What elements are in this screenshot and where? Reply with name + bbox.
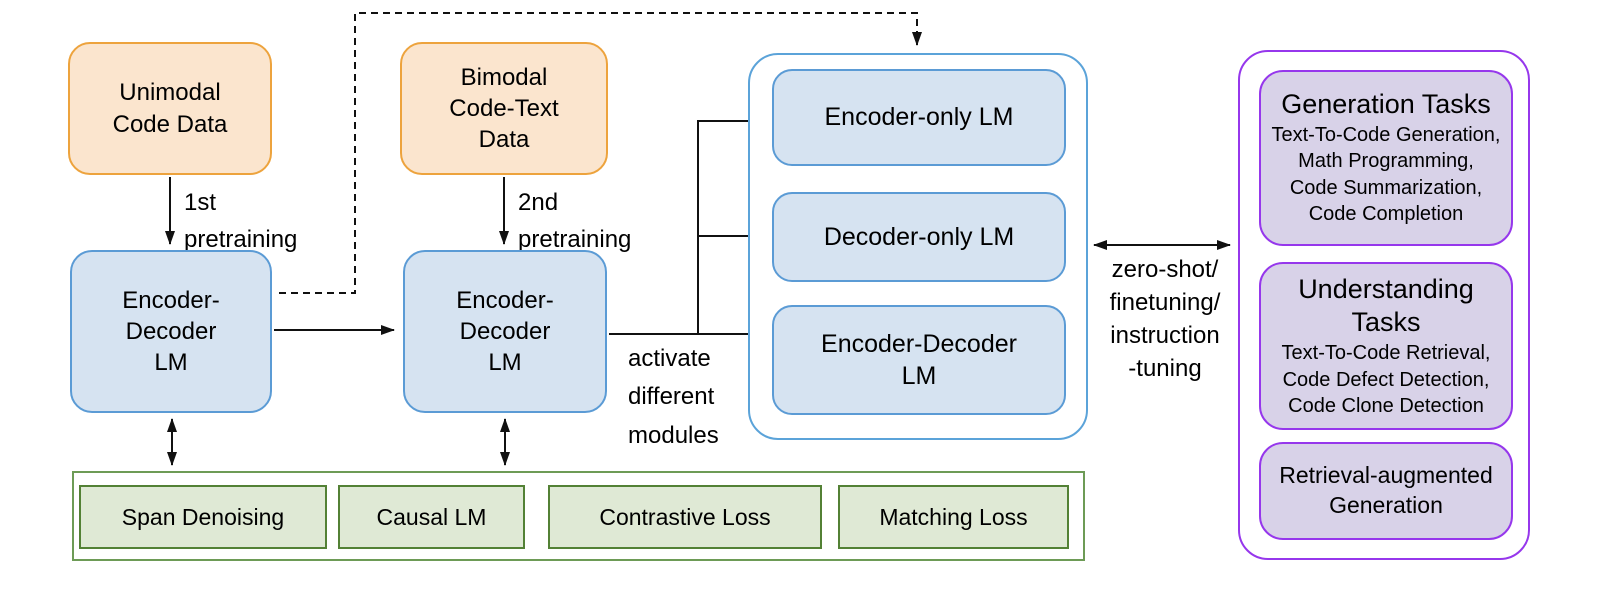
matching-loss-box: Matching Loss	[838, 485, 1069, 549]
tasks-container: Generation Tasks Text-To-Code Generation…	[1238, 50, 1530, 560]
first-pretraining-label: 1st pretraining	[184, 189, 298, 254]
understanding-tasks-box: Understanding Tasks Text-To-Code Retriev…	[1259, 262, 1513, 430]
generation-tasks-title: Generation Tasks	[1281, 89, 1491, 120]
second-pretraining-label: 2nd pretraining	[518, 189, 632, 254]
objectives-container: Span Denoising Causal LM Contrastive Los…	[72, 471, 1085, 561]
retrieval-augmented-generation-box: Retrieval-augmented Generation	[1259, 442, 1513, 540]
contrastive-loss-box: Contrastive Loss	[548, 485, 822, 549]
encoder-decoder-lm-3-box: Encoder-Decoder LM	[772, 305, 1066, 415]
bimodal-code-text-data-box: Bimodal Code-Text Data	[400, 42, 608, 175]
encoder-decoder-lm-1-box: Encoder- Decoder LM	[70, 250, 272, 413]
understanding-tasks-list: Text-To-Code Retrieval, Code Defect Dete…	[1281, 342, 1491, 417]
span-denoising-box: Span Denoising	[79, 485, 327, 549]
activate-modules-label: activate different modules	[628, 345, 719, 449]
tuning-label: zero-shot/ finetuning/ instruction -tuni…	[1109, 256, 1221, 383]
decoder-only-lm-box: Decoder-only LM	[772, 192, 1066, 282]
causal-lm-box: Causal LM	[338, 485, 525, 549]
understanding-tasks-title: Understanding Tasks	[1298, 273, 1474, 338]
generation-tasks-list: Text-To-Code Generation, Math Programmin…	[1271, 124, 1501, 226]
retrieval-augmented-generation-title: Retrieval-augmented Generation	[1279, 462, 1493, 518]
generation-tasks-box: Generation Tasks Text-To-Code Generation…	[1259, 70, 1513, 246]
encoder-decoder-lm-2-box: Encoder- Decoder LM	[403, 250, 607, 413]
unimodal-code-data-box: Unimodal Code Data	[68, 42, 272, 175]
encoder-only-lm-box: Encoder-only LM	[772, 69, 1066, 166]
module-container: Encoder-only LM Decoder-only LM Encoder-…	[748, 53, 1088, 440]
